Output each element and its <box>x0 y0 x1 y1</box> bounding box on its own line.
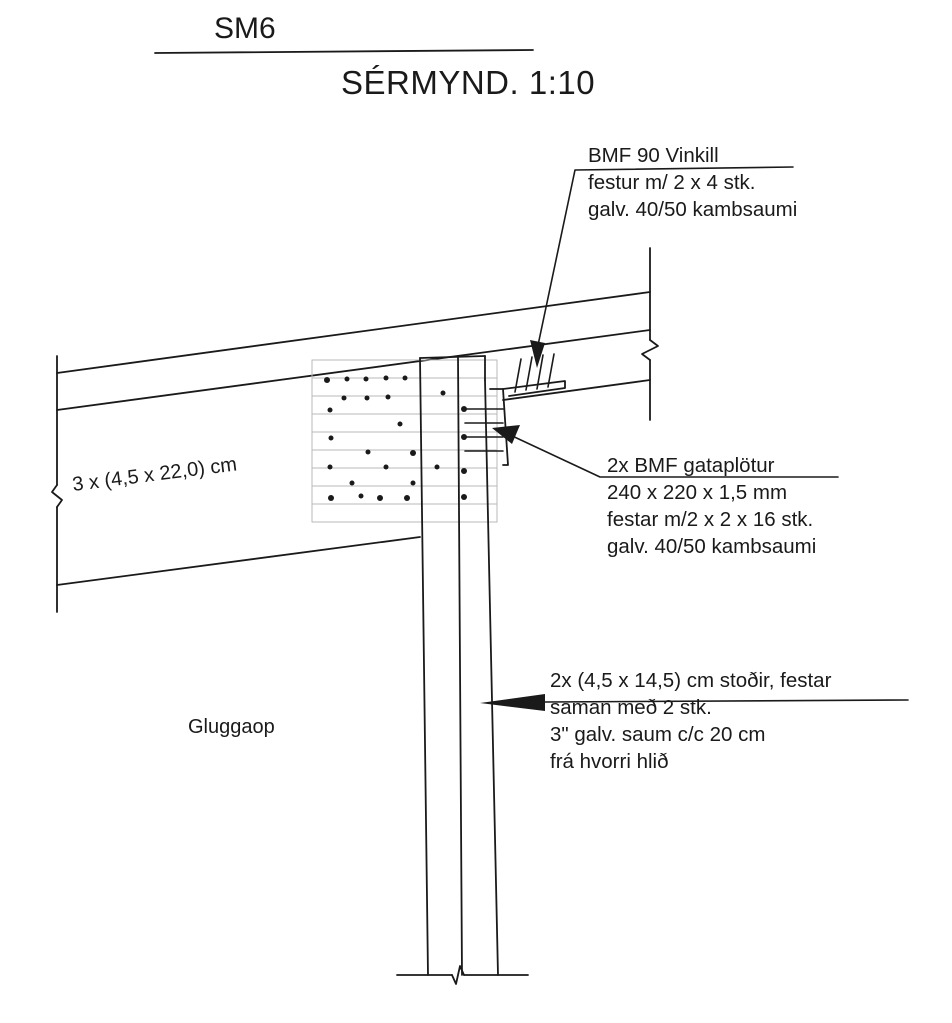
post-base <box>396 965 529 985</box>
posts <box>419 355 499 976</box>
nail <box>363 376 369 382</box>
note-line: galv. 40/50 kambsaumi <box>588 198 798 221</box>
note-line: BMF 90 Vinkill <box>588 144 719 167</box>
nail <box>461 494 467 500</box>
break-symbol-bottom <box>451 965 465 985</box>
drawing-title: SÉRMYND. 1:10 <box>341 64 596 101</box>
screw <box>536 354 544 390</box>
note-line: festur m/ 2 x 4 stk. <box>588 171 756 194</box>
nail <box>324 377 330 383</box>
note-line: festar m/2 x 2 x 16 stk. <box>607 508 814 531</box>
arrow-head <box>530 340 545 368</box>
note-posts: 2x (4,5 x 14,5) cm stoðir, festar saman … <box>550 667 831 775</box>
leader-posts <box>544 699 909 703</box>
opening-label: Gluggaop <box>188 716 275 738</box>
beam-right-end <box>641 247 659 421</box>
nail <box>410 480 416 486</box>
title-underline <box>154 49 534 54</box>
nail <box>358 493 364 499</box>
break-symbol-right <box>641 339 659 361</box>
note-line: galv. 40/50 kambsaumi <box>607 535 817 558</box>
drawing-code: SM6 <box>214 12 276 45</box>
leader-plates <box>507 433 839 478</box>
nail <box>327 464 333 470</box>
beam-edges <box>56 291 651 586</box>
bracket-screws <box>464 353 555 452</box>
nail <box>461 406 467 412</box>
nail <box>461 434 467 440</box>
screw <box>514 358 522 393</box>
nail <box>349 480 355 486</box>
nail <box>377 495 383 501</box>
nail <box>341 395 347 401</box>
nail <box>383 375 389 381</box>
arrow-head <box>480 694 545 711</box>
plate-nails <box>324 375 467 501</box>
nail <box>397 421 403 427</box>
nail <box>365 449 371 455</box>
nail <box>440 390 446 396</box>
arrow-heads <box>480 340 545 711</box>
note-line: 3" galv. saum c/c 20 cm <box>550 723 766 746</box>
note-line: saman með 2 stk. <box>550 696 712 719</box>
nail <box>461 468 467 474</box>
screw <box>525 356 533 391</box>
note-line: 2x (4,5 x 14,5) cm stoðir, festar <box>550 669 832 692</box>
nail <box>383 464 389 470</box>
nail <box>404 495 410 501</box>
beam-left-end <box>51 355 63 613</box>
note-gusset-plates: 2x BMF gataplötur 240 x 220 x 1,5 mm fes… <box>607 452 816 560</box>
nail <box>364 395 370 401</box>
note-line: frá hvorri hlið <box>550 750 669 773</box>
arrow-head <box>492 425 520 444</box>
nail <box>344 376 350 382</box>
break-symbol-left <box>51 484 63 508</box>
note-line: 2x BMF gataplötur <box>607 454 775 477</box>
note-line: 240 x 220 x 1,5 mm <box>607 481 788 504</box>
nail <box>410 450 416 456</box>
screw <box>547 353 555 388</box>
nail <box>385 394 391 400</box>
nail <box>327 407 333 413</box>
nail <box>434 464 440 470</box>
leader-angle <box>536 166 794 351</box>
note-angle-bracket: BMF 90 Vinkill festur m/ 2 x 4 stk. galv… <box>588 142 797 223</box>
nail <box>328 495 334 501</box>
nail <box>328 435 334 441</box>
leader-lines <box>507 166 909 703</box>
nail <box>402 375 408 381</box>
